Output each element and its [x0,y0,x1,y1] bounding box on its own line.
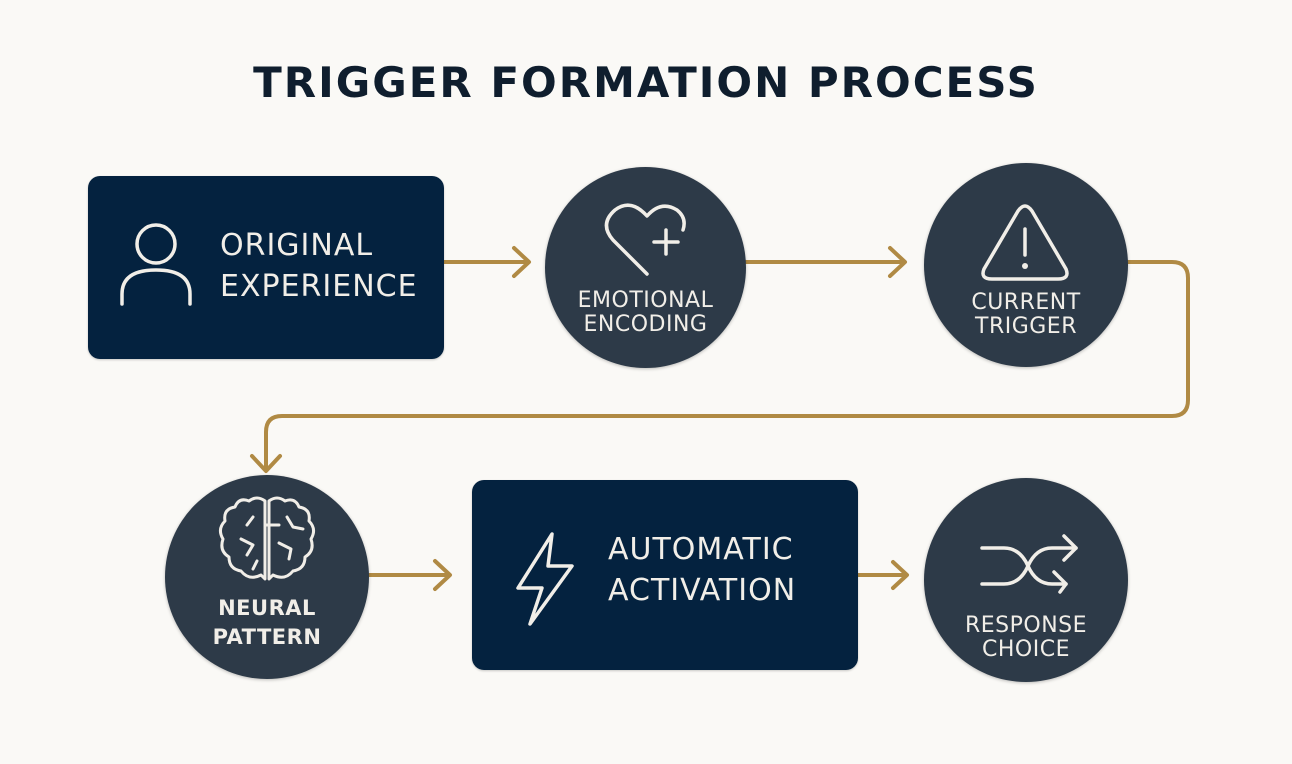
step-label-line1: NEURAL [218,596,316,620]
step-label-line1: CURRENT [971,290,1081,315]
step-label-line1: RESPONSE [964,613,1088,638]
shuffle-arrows-icon [980,534,1078,594]
step-automatic-activation: AUTOMATIC ACTIVATION [472,480,858,670]
person-icon [120,223,192,306]
brain-icon [218,496,316,581]
step-response-choice: RESPONSE CHOICE [924,478,1128,682]
step-emotional-encoding: EMOTIONAL ENCODING [545,167,746,368]
arrow-neural-to-activation [365,559,452,591]
step-label-line2: ACTIVATION [608,572,797,608]
arrow-trigger-to-neural [250,260,1190,473]
warning-triangle-icon [981,204,1069,281]
diagram-title: TRIGGER FORMATION PROCESS [253,58,1039,107]
step-label-line1: ORIGINAL [220,228,374,263]
heart-plus-icon [604,203,686,276]
step-label-line2: CHOICE [982,637,1070,663]
arrow-experience-to-encoding [442,246,531,278]
lightning-bolt-icon [516,532,574,626]
step-current-trigger: CURRENT TRIGGER [924,163,1128,367]
step-label-line2: PATTERN [212,625,322,650]
step-label-line1: AUTOMATIC [608,532,794,567]
step-label-line1: EMOTIONAL [577,288,714,313]
arrow-encoding-to-trigger [744,246,907,278]
step-original-experience: ORIGINAL EXPERIENCE [88,176,444,359]
step-label-line2: EXPERIENCE [220,268,418,304]
step-label-line2: TRIGGER [975,314,1077,340]
step-neural-pattern: NEURAL PATTERN [165,475,369,679]
step-label-line2: ENCODING [583,312,708,338]
arrow-activation-to-response [856,560,909,590]
